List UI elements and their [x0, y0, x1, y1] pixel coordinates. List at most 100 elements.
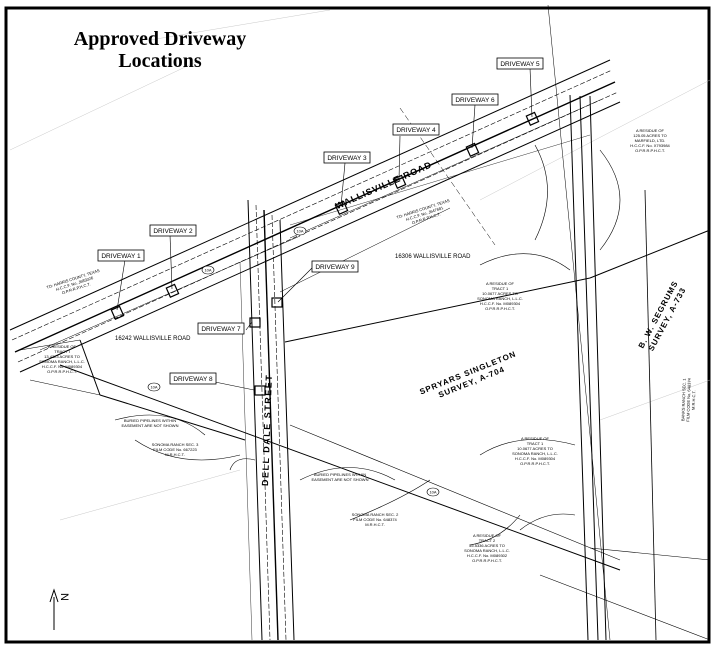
- svg-text:M.R.H.C.T.: M.R.H.C.T.: [691, 390, 697, 410]
- background-linework: [9, 9, 711, 521]
- banks-ranch: BANKS RANCH SEC. 1 FILM CODE No. 648374 …: [680, 377, 697, 422]
- svg-text:BURIED PIPELINES WITHIN: BURIED PIPELINES WITHIN: [314, 472, 366, 477]
- address-16306-label: 16306 WALLISVILLE ROAD: [395, 254, 471, 260]
- svg-text:BANKS RANCH SEC. 1: BANKS RANCH SEC. 1: [680, 378, 687, 422]
- driveway-label-6: DRIVEWAY 6: [451, 93, 499, 106]
- svg-text:10A: 10A: [204, 268, 211, 273]
- buried-pipeline-note-2: BURIED PIPELINES WITHIN EASEMENT ARE NOT…: [312, 472, 369, 482]
- tract-a: A RESIDUE OF TRACT I 13.4323 ACRES TO SO…: [39, 344, 85, 374]
- svg-text:FILM CODE No. 667223: FILM CODE No. 667223: [153, 447, 197, 452]
- svg-text:BURIED PIPELINES WITHIN: BURIED PIPELINES WITHIN: [124, 418, 176, 423]
- svg-text:SONOMA RANCH, L.L.C.: SONOMA RANCH, L.L.C.: [477, 296, 523, 301]
- leader-curves: [114, 144, 621, 546]
- wallisville-road-label: WALLISVILLE ROAD: [334, 159, 434, 211]
- svg-text:A RESIDUE OF: A RESIDUE OF: [521, 436, 550, 441]
- svg-text:SONOMA RANCH, L.L.C.: SONOMA RANCH, L.L.C.: [464, 548, 510, 553]
- svg-text:SONOMA RANCH SEC. 3: SONOMA RANCH SEC. 3: [152, 442, 199, 447]
- svg-text:A RESIDUE OF: A RESIDUE OF: [486, 281, 515, 286]
- svg-text:SONOMA RANCH SEC. 2: SONOMA RANCH SEC. 2: [352, 512, 399, 517]
- driveway-label-7: DRIVEWAY 7: [197, 322, 245, 335]
- driveway-7-label: DRIVEWAY 7: [201, 326, 241, 333]
- svg-text:M.R.H.C.T.: M.R.H.C.T.: [365, 522, 385, 527]
- driveway-label-9: DRIVEWAY 9: [311, 260, 359, 273]
- driveway-label-8: DRIVEWAY 8: [169, 372, 217, 385]
- driveway-5-label: DRIVEWAY 5: [500, 61, 540, 68]
- driveway-6-label: DRIVEWAY 6: [455, 97, 495, 104]
- svg-text:H.C.C.F. No. M089302: H.C.C.F. No. M089302: [467, 553, 508, 558]
- driveway-9-label: DRIVEWAY 9: [315, 264, 355, 271]
- callout-1: 10A: [201, 265, 215, 275]
- svg-text:10.0677 ACRES TO: 10.0677 ACRES TO: [517, 446, 553, 451]
- tract-b: A RESIDUE OF TRACT 1 10.0677 ACRES TO SO…: [477, 281, 523, 311]
- svg-text:EASEMENT ARE NOT SHOWN: EASEMENT ARE NOT SHOWN: [122, 423, 179, 428]
- dell-dale-street-label: DELL DALE STREET: [260, 374, 274, 487]
- driveway-leaders: [116, 67, 533, 391]
- svg-text:H.C.C.F. No. X793984: H.C.C.F. No. X793984: [630, 143, 670, 148]
- svg-text:O.P.R.R.P.H.C.T.: O.P.R.R.P.H.C.T.: [47, 369, 77, 374]
- tract-d: A RESIDUE OF TRACT 2 55.5336 ACRES TO SO…: [464, 533, 510, 563]
- svg-text:M.R.H.C.T.: M.R.H.C.T.: [165, 452, 185, 457]
- svg-text:TRACT 1: TRACT 1: [527, 441, 544, 446]
- svg-text:H.C.C.F. No. M089304: H.C.C.F. No. M089304: [480, 301, 521, 306]
- svg-text:EASEMENT ARE NOT SHOWN: EASEMENT ARE NOT SHOWN: [312, 477, 369, 482]
- svg-text:10A: 10A: [150, 385, 157, 390]
- spryars-survey-label: SPRYARS SINGLETON SURVEY, A-704: [418, 349, 517, 399]
- property-lines: [19, 4, 711, 641]
- driveway-3-label: DRIVEWAY 3: [327, 155, 367, 162]
- svg-text:H.C.C.F. No. M089304: H.C.C.F. No. M089304: [515, 456, 556, 461]
- svg-text:13.4323 ACRES TO: 13.4323 ACRES TO: [44, 354, 80, 359]
- north-arrow: N: [49, 588, 70, 630]
- svg-text:MARFIELD, LTD.: MARFIELD, LTD.: [635, 138, 666, 143]
- svg-text:SONOMA RANCH, L.L.C.: SONOMA RANCH, L.L.C.: [39, 359, 85, 364]
- svg-text:FILM CODE No. 648374: FILM CODE No. 648374: [353, 517, 397, 522]
- buried-pipeline-note-1: BURIED PIPELINES WITHIN EASEMENT ARE NOT…: [122, 418, 179, 428]
- map-title: Approved Driveway Locations: [60, 28, 260, 72]
- driveway-markers: [110, 111, 540, 396]
- svg-text:TRACT 1: TRACT 1: [492, 286, 509, 291]
- tract-e: A RESIDUE OF 125.05 ACRES TO MARFIELD, L…: [630, 128, 670, 153]
- svg-text:FILM CODE No. 648374: FILM CODE No. 648374: [685, 377, 692, 421]
- map-title-line1: Approved Driveway: [73, 28, 247, 50]
- tract-harris-top: TO: HARRIS COUNTY, TEXAS H.C.C.F. No. J6…: [396, 198, 451, 226]
- sonoma-sec-3: SONOMA RANCH SEC. 3 FILM CODE No. 667223…: [152, 442, 199, 457]
- svg-text:O.P.R.R.P.H.C.T.: O.P.R.R.P.H.C.T.: [472, 558, 502, 563]
- callout-4: 10A: [426, 487, 440, 497]
- sonoma-sec-2: SONOMA RANCH SEC. 2 FILM CODE No. 648374…: [352, 512, 399, 527]
- svg-text:H.C.C.F. No. M089304: H.C.C.F. No. M089304: [42, 364, 83, 369]
- svg-text:A RESIDUE OF: A RESIDUE OF: [636, 128, 665, 133]
- tract-harris-left: TO: HARRIS COUNTY, TEXAS H.C.C.F. No. J6…: [46, 268, 101, 296]
- svg-text:125.05 ACRES TO: 125.05 ACRES TO: [633, 133, 666, 138]
- driveway-label-4: DRIVEWAY 4: [392, 123, 440, 136]
- svg-text:O.P.R.R.P.H.C.T.: O.P.R.R.P.H.C.T.: [635, 148, 665, 153]
- tract-c: A RESIDUE OF TRACT 1 10.0677 ACRES TO SO…: [512, 436, 558, 466]
- driveway-2-label: DRIVEWAY 2: [153, 228, 193, 235]
- svg-text:TRACT 2: TRACT 2: [479, 538, 496, 543]
- wallisville-road: [9, 59, 621, 373]
- svg-text:10A: 10A: [296, 229, 303, 234]
- segrums-survey-label: B. W. SEGRUMS SURVEY, A-733: [637, 279, 688, 352]
- svg-text:A RESIDUE OF: A RESIDUE OF: [48, 344, 77, 349]
- svg-text:A RESIDUE OF: A RESIDUE OF: [473, 533, 502, 538]
- address-16242-label: 16242 WALLISVILLE ROAD: [115, 336, 191, 342]
- driveway-label-1: DRIVEWAY 1: [97, 249, 145, 262]
- svg-text:10A: 10A: [429, 490, 436, 495]
- driveway-label-5: DRIVEWAY 5: [496, 57, 544, 70]
- driveway-1-label: DRIVEWAY 1: [101, 253, 141, 260]
- svg-text:10.0677 ACRES TO: 10.0677 ACRES TO: [482, 291, 518, 296]
- driveway-8-label: DRIVEWAY 8: [173, 376, 213, 383]
- north-arrow-label: N: [58, 593, 70, 601]
- svg-text:55.5336 ACRES TO: 55.5336 ACRES TO: [469, 543, 505, 548]
- callout-2: 10A: [293, 226, 307, 236]
- driveway-label-2: DRIVEWAY 2: [149, 224, 197, 237]
- svg-text:SONOMA RANCH, L.L.C.: SONOMA RANCH, L.L.C.: [512, 451, 558, 456]
- driveway-label-3: DRIVEWAY 3: [323, 151, 371, 164]
- callout-3: 10A: [147, 382, 161, 392]
- svg-text:TRACT I: TRACT I: [54, 349, 69, 354]
- driveway-4-label: DRIVEWAY 4: [396, 127, 436, 134]
- map-border: [4, 6, 711, 644]
- svg-text:O.P.R.R.P.H.C.T.: O.P.R.R.P.H.C.T.: [520, 461, 550, 466]
- svg-text:O.P.R.R.P.H.C.T.: O.P.R.R.P.H.C.T.: [485, 306, 515, 311]
- map-title-line2: Locations: [118, 50, 202, 72]
